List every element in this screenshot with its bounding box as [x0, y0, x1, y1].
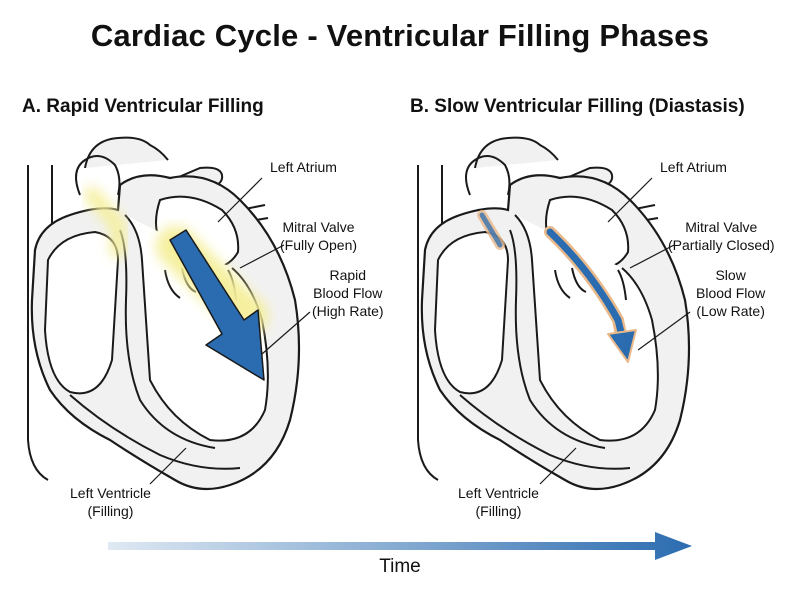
panel-b-flow-line2: Blood Flow — [696, 285, 766, 301]
panel-b-mitral-valve-line2: (Partially Closed) — [668, 237, 775, 253]
heart-panel-b — [416, 136, 691, 491]
panel-b-ventricle-line1: Left Ventricle — [458, 485, 539, 501]
panel-b-flow-line3: (Low Rate) — [696, 303, 765, 319]
slow-flow-arrow-shaft — [546, 228, 626, 340]
panel-a-mitral-valve-label: Mitral Valve (Fully Open) — [280, 218, 357, 254]
panel-b-flow-line1: Slow — [715, 267, 746, 283]
panel-a-mitral-valve-line1: Mitral Valve — [282, 219, 355, 235]
panel-a-heading: A. Rapid Ventricular Filling — [22, 96, 264, 117]
slow-flow-arrowhead — [607, 329, 637, 363]
time-axis-label: Time — [379, 556, 421, 577]
diagram-title: Cardiac Cycle - Ventricular Filling Phas… — [90, 18, 710, 53]
heart-panel-a — [26, 136, 311, 491]
panel-b-mitral-valve-label: Mitral Valve (Partially Closed) — [668, 218, 775, 254]
panel-a-ventricle-line1: Left Ventricle — [70, 485, 151, 501]
rapid-flow-arrow — [169, 229, 265, 381]
panel-a-ventricle-label: Left Ventricle (Filling) — [70, 484, 151, 520]
panel-b-flow-label: Slow Blood Flow (Low Rate) — [696, 266, 765, 320]
time-axis-arrow — [108, 532, 692, 560]
panel-a-left-atrium-label: Left Atrium — [270, 159, 337, 175]
panel-a-flow-line3: (High Rate) — [312, 303, 384, 319]
panel-a-flow-label: Rapid Blood Flow (High Rate) — [312, 266, 384, 320]
panel-a-mitral-valve-line2: (Fully Open) — [280, 237, 358, 253]
panel-b-ventricle-label: Left Ventricle (Filling) — [458, 484, 539, 520]
panel-b-left-atrium-label: Left Atrium — [660, 159, 727, 175]
panel-a-ventricle-line2: (Filling) — [87, 503, 134, 519]
panel-a-flow-line1: Rapid — [329, 267, 367, 283]
panel-a-flow-line2: Blood Flow — [313, 285, 383, 301]
panel-b-heading: B. Slow Ventricular Filling (Diastasis) — [410, 96, 745, 117]
panel-b-ventricle-line2: (Filling) — [475, 503, 522, 519]
panel-b-mitral-valve-line1: Mitral Valve — [685, 219, 758, 235]
